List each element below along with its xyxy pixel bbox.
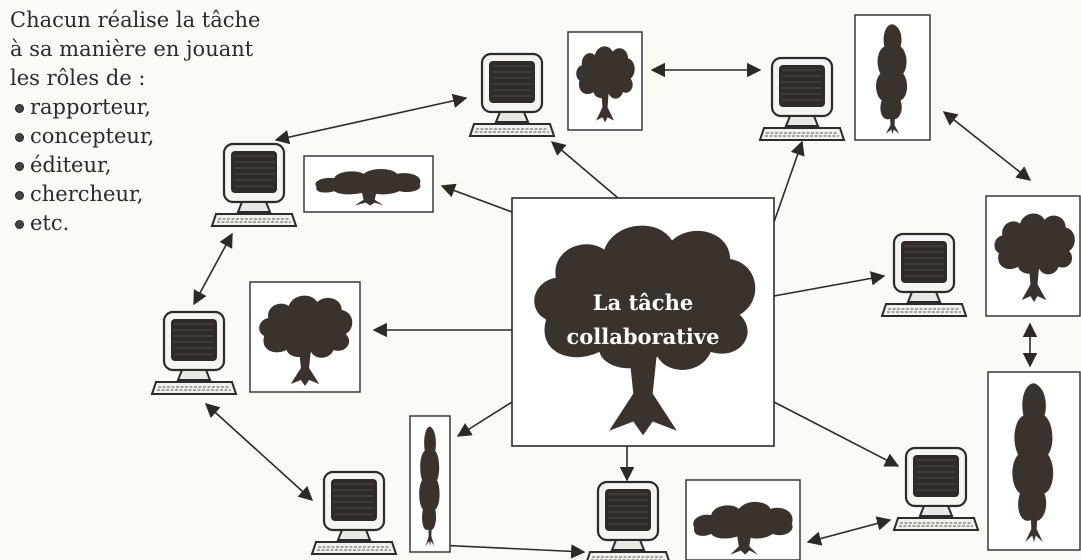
computer-icon xyxy=(150,310,238,396)
central-task-line-2: collaborative xyxy=(567,324,720,349)
intro-line-1: Chacun réalise la tâche xyxy=(10,8,261,32)
tree-box-top-center xyxy=(567,31,643,131)
central-task-line-1: La tâche xyxy=(593,290,693,315)
computer-icon xyxy=(584,480,672,560)
tree-box-left-flat xyxy=(303,155,434,213)
role-item-etc: etc. xyxy=(10,209,310,238)
roles-list: rapporteur, concepteur, éditeur, cherche… xyxy=(10,93,310,238)
computer-icon xyxy=(468,52,556,138)
tree-box-bottom-center xyxy=(685,479,801,560)
tree-box-bottom-narrow xyxy=(409,415,451,553)
computer-icon xyxy=(210,142,298,228)
central-task-box: La tâche collaborative xyxy=(511,197,775,447)
tree-box-top-right xyxy=(854,14,931,141)
computer-icon xyxy=(880,232,968,318)
tree-box-left xyxy=(249,281,361,393)
intro-line-3: les rôles de : xyxy=(10,66,146,90)
role-item-chercheur: chercheur, xyxy=(10,180,310,209)
computer-icon xyxy=(758,56,846,142)
role-item-editeur: éditeur, xyxy=(10,151,310,180)
intro-text: Chacun réalise la tâche à sa manière en … xyxy=(10,6,310,238)
tree-box-right xyxy=(985,195,1081,317)
tree-box-right-tall xyxy=(987,371,1081,551)
role-item-rapporteur: rapporteur, xyxy=(10,93,310,122)
arrows xyxy=(193,62,1038,559)
computer-icon xyxy=(892,446,980,532)
role-item-concepteur: concepteur, xyxy=(10,122,310,151)
intro-line-2: à sa manière en jouant xyxy=(10,37,254,61)
computer-icon xyxy=(310,470,398,556)
